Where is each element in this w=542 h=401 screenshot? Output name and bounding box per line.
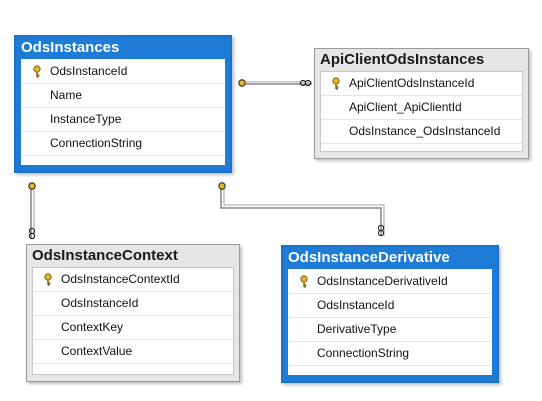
column-row[interactable]: ContextKey [33,316,233,340]
table-title: OdsInstanceContext [32,247,178,264]
column-name: OdsInstanceId [50,64,128,78]
column-row[interactable]: Name [22,84,224,108]
column-row[interactable]: ApiClient_ApiClientId [321,96,522,120]
column-row[interactable]: InstanceType [22,108,224,132]
column-row[interactable]: OdsInstanceId [33,292,233,316]
column-name: OdsInstanceDerivativeId [317,274,448,288]
primary-key-icon [44,273,52,286]
column-name: ContextKey [61,320,124,334]
column-name: OdsInstance_OdsInstanceId [349,124,501,138]
table-title: OdsInstanceDerivative [288,249,450,266]
primary-key-icon [300,275,308,288]
column-row[interactable]: OdsInstanceId [289,294,491,318]
relationship-odsinstances-odsinstancederivative [220,184,382,236]
one-end-key-icon [28,79,246,190]
column-row[interactable]: ConnectionString [22,132,224,156]
column-name: DerivativeType [317,322,397,336]
table-odsinstancederivative[interactable]: OdsInstanceDerivative OdsInstanceDerivat… [281,245,499,383]
column-name: InstanceType [50,112,122,126]
column-name: OdsInstanceContextId [61,272,180,286]
column-row[interactable]: OdsInstance_OdsInstanceId [321,120,522,144]
column-name: OdsInstanceId [61,296,139,310]
table-apiclientodsinstances[interactable]: ApiClientOdsInstances ApiClientOdsInstan… [314,48,529,159]
column-name: ApiClient_ApiClientId [349,100,462,114]
column-name: OdsInstanceId [317,298,395,312]
table-title: ApiClientOdsInstances [320,51,485,68]
column-row[interactable]: DerivativeType [289,318,491,342]
primary-key-icon [332,77,340,90]
column-name: ConnectionString [317,346,410,360]
column-row[interactable]: OdsInstanceDerivativeId [289,270,491,294]
many-end-infinity-icon [28,79,385,240]
column-name: ConnectionString [50,136,143,150]
column-row[interactable]: OdsInstanceContextId [33,268,233,292]
column-name: ApiClientOdsInstanceId [349,76,475,90]
column-name: Name [50,88,83,102]
primary-key-icon [33,65,41,78]
column-row[interactable]: ApiClientOdsInstanceId [321,72,522,96]
column-name: ContextValue [61,344,133,358]
column-row[interactable]: ConnectionString [289,342,491,366]
table-title: OdsInstances [21,39,120,56]
column-row[interactable]: OdsInstanceId [22,60,224,84]
column-row[interactable]: ContextValue [33,340,233,364]
